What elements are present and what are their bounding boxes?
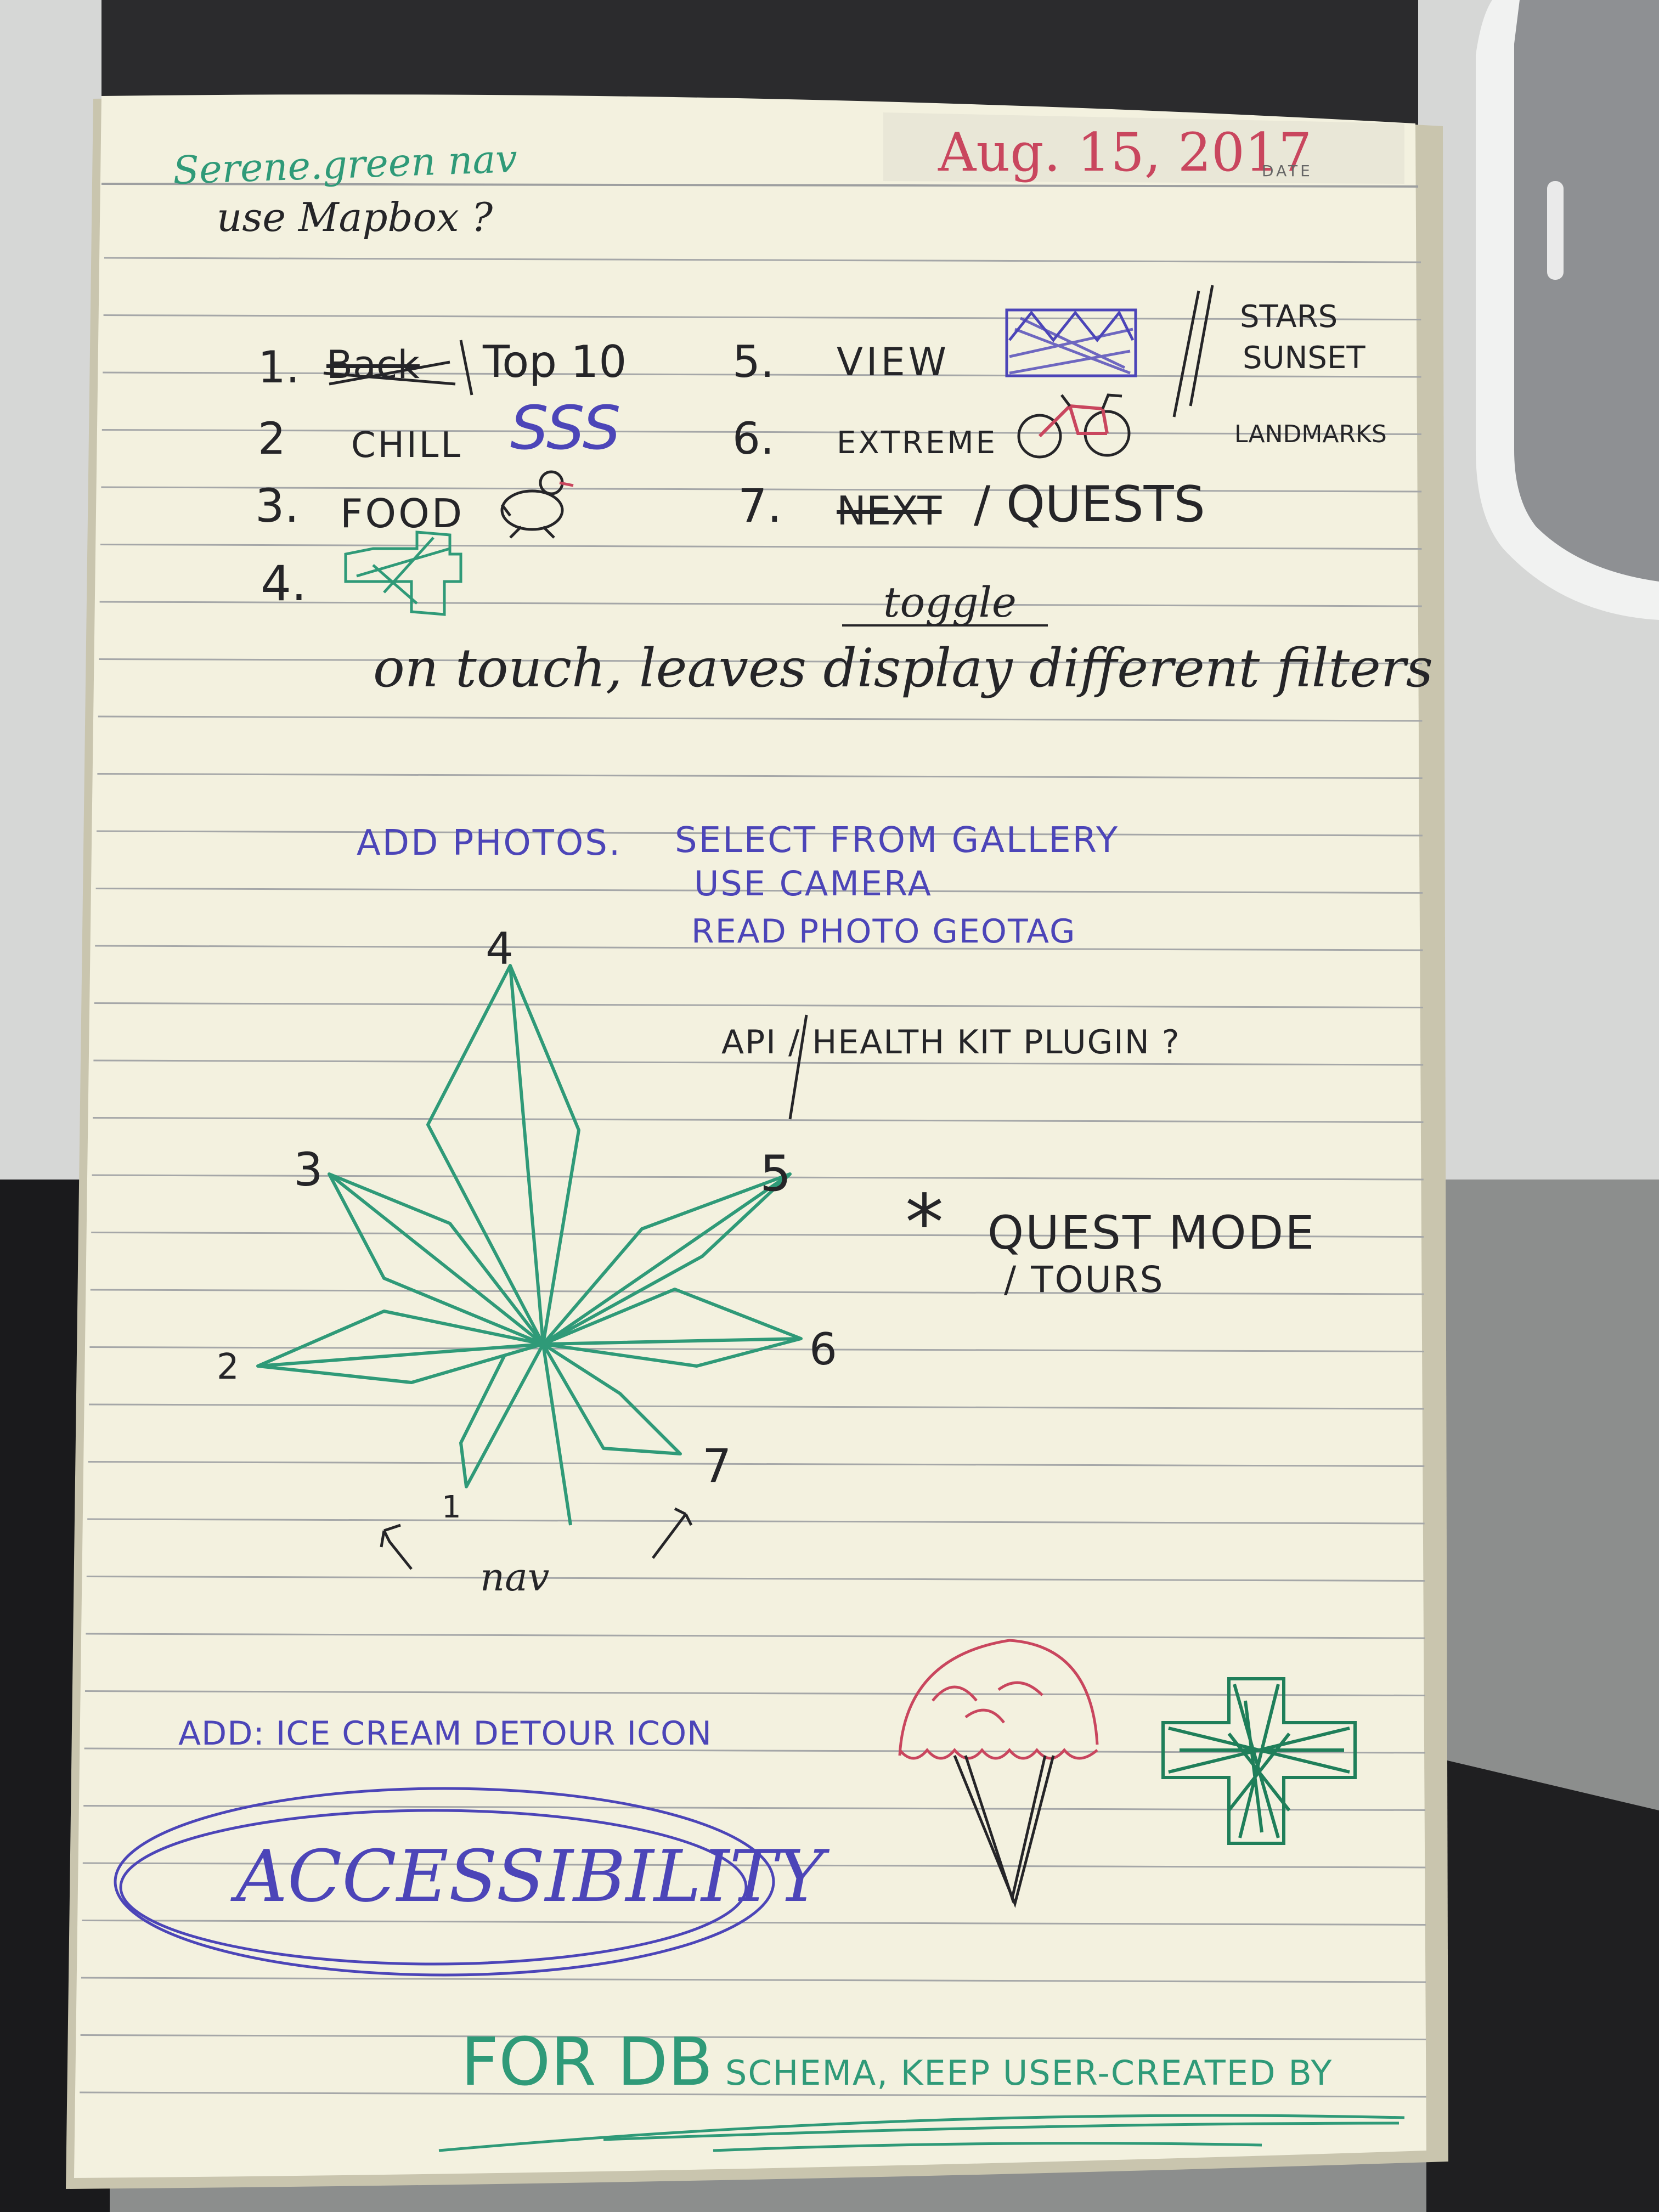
- list-num-5: 5.: [732, 336, 775, 387]
- ruled-line: [88, 1461, 1425, 1467]
- ruled-line: [80, 2091, 1426, 2098]
- list-item-7-label: / QUESTS: [974, 476, 1205, 533]
- nav-caption: nav: [480, 1555, 550, 1600]
- leaf-label-4: 4: [486, 923, 514, 974]
- list-num-1: 1.: [258, 342, 300, 393]
- ruled-line: [84, 1747, 1425, 1754]
- ruled-line: [84, 1690, 1425, 1696]
- db-note: FOR DB SCHEMA, KEEP USER-CREATED BY: [461, 2030, 1333, 2096]
- photos-option-camera: USE CAMERA: [694, 864, 933, 904]
- accessibility-ellipse: [114, 1787, 775, 1977]
- list-item-3-label: FOOD: [340, 490, 465, 537]
- quest-marker: *: [905, 1178, 944, 1268]
- touch-note-before: on touch, leaves: [373, 637, 807, 699]
- ruled-line: [99, 601, 1422, 607]
- ruled-line: [103, 371, 1421, 378]
- leaf-label-5: 5: [760, 1145, 792, 1203]
- photos-option-geotag: READ PHOTO GEOTAG: [691, 912, 1076, 951]
- accessibility-heading: ACCESSIBILITY: [236, 1835, 824, 1918]
- ruled-line: [101, 486, 1422, 493]
- ruled-line: [93, 1059, 1424, 1066]
- strike-scribble: [323, 340, 473, 396]
- bike-icon: [1017, 393, 1131, 459]
- touch-note-after: different filters: [1029, 637, 1433, 699]
- ruled-line: [98, 715, 1423, 722]
- view-note-sunset: SUNSET: [1243, 340, 1365, 376]
- page-title: Serene.green nav: [172, 136, 518, 193]
- ruled-line: [96, 830, 1423, 837]
- list-num-2: 2: [258, 413, 286, 464]
- ruled-line: [82, 1920, 1426, 1926]
- ruled-line: [104, 257, 1421, 263]
- ruled-line: [83, 1805, 1426, 1811]
- list-item-1-struck: Back: [326, 342, 420, 387]
- leaf-label-7: 7: [702, 1439, 732, 1493]
- touch-note-insert: toggle: [883, 578, 1017, 627]
- nav-arrows: [380, 1507, 693, 1570]
- ruled-line: [88, 1403, 1425, 1410]
- list-item-2-doodle: SSS: [510, 393, 621, 463]
- ruled-lines: [80, 257, 1426, 2098]
- list-num-6: 6.: [732, 413, 775, 464]
- ruled-line: [99, 658, 1423, 664]
- dark-green-cross-icon: [1161, 1677, 1357, 1845]
- ice-cream-icon: [898, 1639, 1099, 1908]
- quests-label: QUESTS: [1006, 476, 1205, 533]
- photos-option-gallery: SELECT FROM GALLERY: [675, 820, 1120, 861]
- list-num-3: 3.: [255, 479, 300, 533]
- ruled-line: [97, 773, 1423, 779]
- quest-mode-line2: / TOURS: [1004, 1259, 1165, 1301]
- ruled-line: [80, 2034, 1426, 2040]
- leaf-label-6: 6: [809, 1324, 837, 1375]
- ruled-line: [90, 1289, 1424, 1295]
- mountain-view-icon: [1005, 308, 1137, 377]
- ruled-line: [94, 1002, 1423, 1008]
- quest-mode-line1: QUEST MODE: [988, 1206, 1316, 1260]
- view-note-stars: STARS: [1240, 299, 1338, 335]
- date-label: DATE: [1262, 162, 1313, 180]
- leaf-label-2: 2: [217, 1347, 239, 1387]
- list-item-6-label: EXTREME: [837, 425, 997, 461]
- ruled-line: [101, 429, 1421, 435]
- leaf-label-3: 3: [294, 1143, 323, 1197]
- leaf-nav-diagram: [256, 964, 803, 1526]
- ruled-line: [92, 1174, 1424, 1181]
- ruled-line: [100, 544, 1422, 550]
- db-underline: [438, 2114, 1405, 2152]
- photos-label: ADD PHOTOS.: [357, 823, 622, 864]
- list-item-5-label: VIEW: [837, 340, 950, 385]
- db-note-big: FOR DB: [461, 2024, 713, 2101]
- green-cross-icon: [344, 531, 462, 616]
- page-subtitle: use Mapbox ?: [217, 194, 493, 240]
- paper-sheet: [74, 94, 1426, 2178]
- list-item-7-struck: NEXT: [837, 488, 942, 534]
- ruled-line: [87, 1518, 1425, 1525]
- bird-doodle: [500, 470, 574, 539]
- ruled-line: [92, 1117, 1424, 1123]
- ruled-line: [86, 1633, 1425, 1639]
- view-note-landmarks: LANDMARKS: [1234, 420, 1387, 448]
- db-note-rest: SCHEMA, KEEP USER-CREATED BY: [725, 2053, 1333, 2093]
- ruled-line: [81, 1977, 1426, 1983]
- api-note: API / HEALTH KIT PLUGIN ?: [721, 1023, 1181, 1062]
- ruled-line: [91, 1232, 1424, 1238]
- ruled-line: [95, 888, 1423, 894]
- leaf-label-1: 1: [442, 1489, 461, 1525]
- ruled-line: [82, 1862, 1426, 1869]
- list-item-1-label: Top 10: [483, 336, 627, 387]
- page-date: Aug. 15, 2017: [938, 122, 1312, 183]
- list-item-2-label: CHILL: [351, 425, 462, 466]
- touch-note-struck: display: [823, 637, 1013, 699]
- ruled-line: [95, 945, 1423, 951]
- touch-note: on touch, leaves display different filte…: [373, 642, 1433, 695]
- list-num-4: 4.: [261, 555, 307, 612]
- list-num-7: 7.: [738, 479, 782, 533]
- ice-cream-note: ADD: ICE CREAM DETOUR ICON: [178, 1714, 713, 1753]
- ruled-line: [86, 1576, 1425, 1582]
- ruled-line: [103, 314, 1421, 320]
